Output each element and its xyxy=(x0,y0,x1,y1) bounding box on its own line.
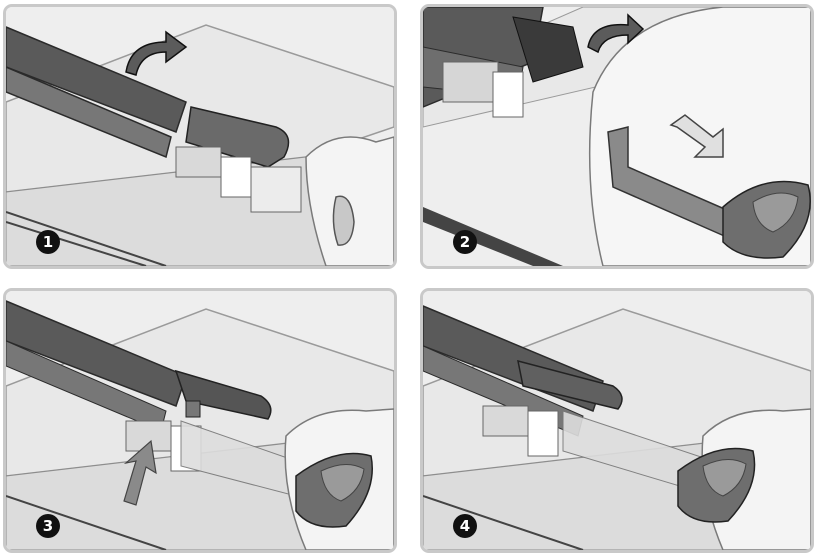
step-3-panel: 3 xyxy=(3,288,397,553)
step-number-badge: 3 xyxy=(36,514,60,538)
step-2-panel: 2 xyxy=(420,4,814,269)
clip xyxy=(185,106,290,168)
step-number-badge: 4 xyxy=(453,514,477,538)
step-4-illustration xyxy=(423,291,811,550)
step-1-panel: 1 xyxy=(3,4,397,269)
insert-arrow-icon xyxy=(669,114,724,158)
clip xyxy=(174,369,272,420)
rail xyxy=(6,300,187,407)
curved-arrow-icon xyxy=(125,30,188,76)
push-arrow-icon xyxy=(123,439,157,506)
step-4-panel: 4 xyxy=(420,288,814,553)
rail xyxy=(6,26,187,133)
step-1-illustration xyxy=(6,7,394,266)
clip xyxy=(517,359,623,410)
curved-arrow-icon xyxy=(587,13,645,54)
step-3-illustration xyxy=(6,291,394,550)
step-2-illustration xyxy=(423,7,811,266)
step-number-badge: 1 xyxy=(36,230,60,254)
slot xyxy=(332,195,355,246)
step-number-badge: 2 xyxy=(453,230,477,254)
